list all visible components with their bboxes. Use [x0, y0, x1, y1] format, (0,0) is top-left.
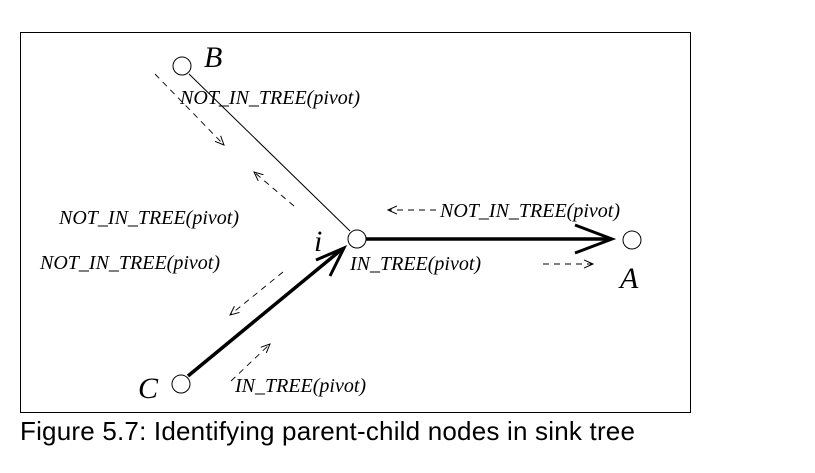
node-a	[622, 230, 642, 250]
node-b-label: B	[204, 41, 222, 74]
msg-label-c-to-i: IN_TREE(pivot)	[234, 375, 366, 397]
edge-b-i	[188, 73, 351, 232]
figure-frame	[20, 32, 691, 413]
node-i-label: i	[314, 225, 322, 258]
msg-label-i-to-b: NOT_IN_TREE(pivot)	[58, 207, 239, 229]
msg-label-b-to-i: NOT_IN_TREE(pivot)	[179, 87, 360, 109]
arrowhead-i-a	[574, 223, 617, 255]
node-c-label: C	[138, 372, 159, 405]
msg-label-a-to-i: NOT_IN_TREE(pivot)	[439, 200, 620, 222]
msg-arrow-b-to-i	[154, 73, 224, 145]
msg-arrow-i-to-c	[230, 271, 284, 315]
msg-label-i-to-a: IN_TREE(pivot)	[349, 253, 481, 275]
node-i	[347, 229, 367, 249]
figure-caption: Figure 5.7: Identifying parent-child nod…	[20, 416, 636, 446]
node-c	[171, 374, 191, 394]
node-b	[172, 56, 192, 76]
edge-c-i	[186, 248, 343, 378]
arrowhead-c-i	[315, 245, 348, 277]
msg-arrow-c-to-i	[230, 344, 270, 382]
msg-arrow-i-to-b	[254, 172, 295, 207]
node-a-label: A	[618, 262, 639, 295]
msg-label-i-to-c: NOT_IN_TREE(pivot)	[39, 252, 220, 274]
